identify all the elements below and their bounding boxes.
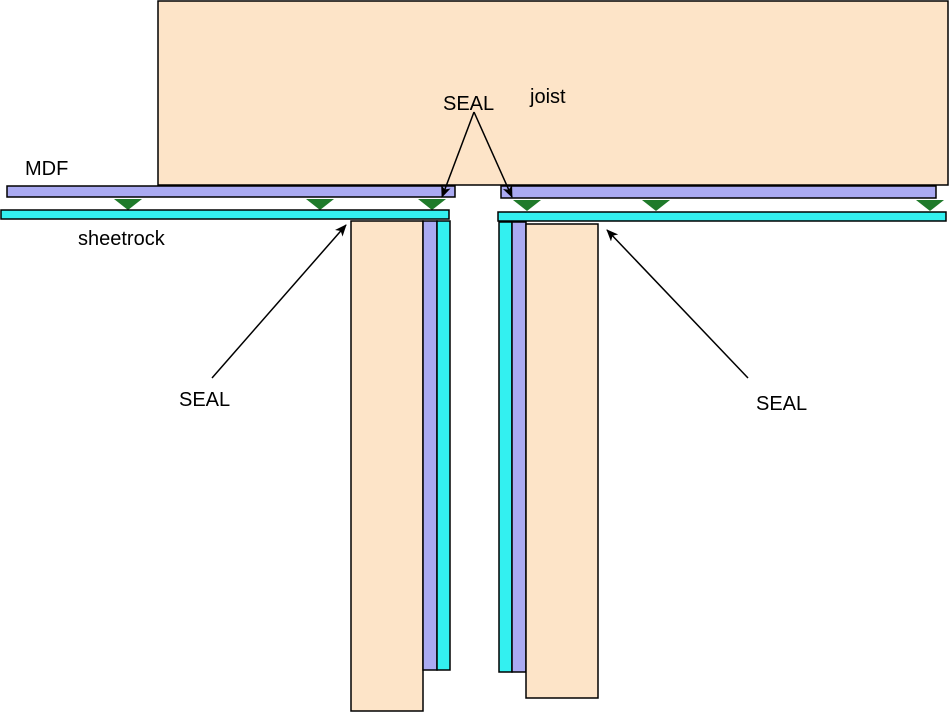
seal-arrow-top-left [441, 111, 475, 198]
seal-arrow-left [211, 224, 347, 379]
seal-bead-right-3 [916, 200, 944, 211]
sheetrock-wall-left [436, 220, 451, 671]
mdf-label: MDF [25, 158, 68, 180]
wall-stud-left [350, 220, 424, 712]
sheetrock-ceiling-left [0, 209, 450, 220]
seal-bead-left-1 [114, 199, 142, 210]
seal-bead-right-2 [642, 200, 670, 211]
mdf-strip-left [6, 185, 456, 198]
seal-label-top: SEAL [443, 93, 494, 115]
sheetrock-label: sheetrock [78, 228, 166, 250]
wall-stud-right [525, 223, 599, 699]
sheetrock-ceiling-right [497, 211, 947, 222]
mdf-wall-left [422, 220, 438, 671]
mdf-strip-right [500, 185, 937, 199]
joist-block [157, 0, 949, 186]
mdf-wall-right [511, 221, 527, 673]
seal-bead-left-3 [418, 199, 446, 210]
seal-label-left: SEAL [179, 389, 230, 411]
joist-label: joist [529, 86, 566, 108]
seal-bead-left-2 [306, 199, 334, 210]
seal-arrow-right [606, 229, 749, 379]
seal-arrow-top-right [473, 111, 513, 198]
seal-label-right: SEAL [756, 393, 807, 415]
seal-bead-right-1 [513, 200, 541, 211]
sheetrock-wall-right [498, 221, 513, 673]
